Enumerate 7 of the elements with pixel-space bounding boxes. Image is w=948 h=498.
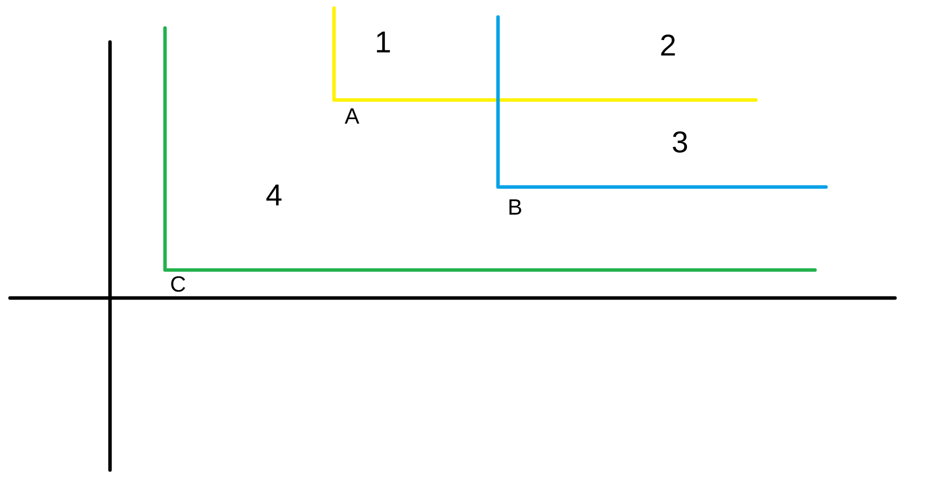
region-label: 4	[266, 184, 282, 206]
region-label: B	[509, 199, 522, 215]
region-label: A	[344, 108, 360, 124]
region-label: 2	[661, 34, 675, 56]
region-label: 3	[672, 131, 688, 153]
region-label: C	[171, 276, 186, 292]
region-label: 1	[376, 32, 390, 52]
